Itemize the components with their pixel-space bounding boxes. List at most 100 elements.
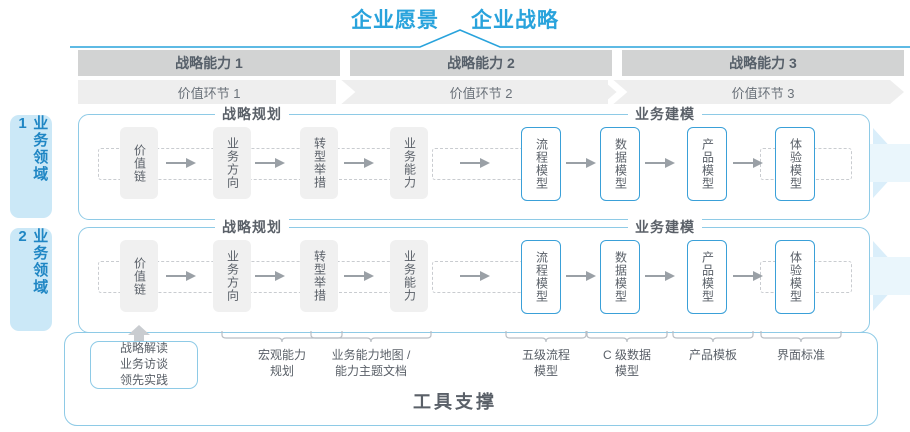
caption-product-template: 产品模板 xyxy=(673,347,753,363)
value-chain-bar-background xyxy=(78,80,904,104)
caption-process-model: 五级流程 模型 xyxy=(506,347,586,379)
caption-ui-standard: 界面标准 xyxy=(761,347,841,363)
bracket-6 xyxy=(760,331,842,343)
tool-support-panel xyxy=(64,332,878,426)
arrow-icon xyxy=(566,271,596,281)
chevron-separator-1 xyxy=(336,80,356,104)
caption-line-2: 模型 xyxy=(614,364,639,379)
node-label: 业务能力 xyxy=(402,137,417,189)
caption-line-1: 宏观能力 xyxy=(257,348,306,362)
arrow-icon xyxy=(255,271,285,281)
node-product-model-2[interactable]: 产品模型 xyxy=(687,240,727,314)
up-arrow-icon xyxy=(128,325,150,345)
node-label: 数据模型 xyxy=(613,251,628,303)
bracket-3 xyxy=(505,331,587,343)
section-header-planning-1: 战略规划 xyxy=(215,105,289,123)
node-experience-model-2[interactable]: 体验模型 xyxy=(775,240,815,314)
strategy-box-line-1: 战略解读 xyxy=(119,341,168,356)
peak-connector-line xyxy=(70,29,910,48)
caption-line-1: 五级流程 xyxy=(521,348,570,362)
node-data-model-2[interactable]: 数据模型 xyxy=(600,240,640,314)
chevron-separator-2 xyxy=(608,80,628,104)
node-business-direction-1[interactable]: 业务方向 xyxy=(213,127,251,199)
node-experience-model-1[interactable]: 体验模型 xyxy=(775,127,815,201)
arrow-icon xyxy=(733,271,763,281)
caption-line-1: 业务能力地图 / xyxy=(331,348,411,362)
node-product-model-1[interactable]: 产品模型 xyxy=(687,127,727,201)
strategy-title: 企业战略 xyxy=(471,9,559,32)
arrow-icon xyxy=(460,158,490,168)
domain-tab-1[interactable]: 业务领域 1 xyxy=(10,115,52,218)
arrow-icon xyxy=(566,158,596,168)
strategy-box-line-3: 领先实践 xyxy=(119,372,168,387)
capability-bar-1: 战略能力 1 xyxy=(78,50,340,76)
strategy-box-line-2: 业务访谈 xyxy=(119,357,168,372)
bracket-4 xyxy=(586,331,668,343)
section-header-planning-2: 战略规划 xyxy=(215,218,289,236)
node-label: 业务方向 xyxy=(225,137,240,189)
arrow-icon xyxy=(166,158,196,168)
caption-data-model: C 级数据 模型 xyxy=(587,347,667,379)
section-header-modeling-1: 业务建模 xyxy=(628,105,702,123)
value-chain-label-1: 价值环节 1 xyxy=(177,85,241,101)
value-chain-label-2: 价值环节 2 xyxy=(449,85,513,101)
node-label: 价值链 xyxy=(132,143,147,183)
domain-tab-2[interactable]: 业务领域 2 xyxy=(10,228,52,331)
caption-capability-map: 业务能力地图 / 能力主题文档 xyxy=(311,347,431,379)
tool-support-title: 工具支撑 xyxy=(413,392,497,412)
node-process-model-1[interactable]: 流程模型 xyxy=(521,127,561,201)
caption-line-2: 模型 xyxy=(533,364,558,379)
capability-bar-3: 战略能力 3 xyxy=(622,50,904,76)
node-label: 转型举措 xyxy=(312,137,327,189)
chevron-end xyxy=(890,80,910,104)
capability-bar-row: 战略能力 1 战略能力 2 战略能力 3 xyxy=(78,50,904,76)
arrow-icon xyxy=(344,158,374,168)
domain-tab-2-label: 业务领域 2 xyxy=(14,228,49,296)
node-label: 体验模型 xyxy=(788,138,803,190)
caption-line-1: C 级数据 xyxy=(602,348,651,362)
caption-line-2: 能力主题文档 xyxy=(334,364,407,379)
node-value-chain-1[interactable]: 价值链 xyxy=(120,127,158,199)
node-label: 业务能力 xyxy=(402,250,417,302)
node-transformation-2[interactable]: 转型举措 xyxy=(300,240,338,312)
node-label: 流程模型 xyxy=(534,138,549,190)
node-label: 业务方向 xyxy=(225,250,240,302)
node-process-model-2[interactable]: 流程模型 xyxy=(521,240,561,314)
bracket-5 xyxy=(672,331,754,343)
node-label: 体验模型 xyxy=(788,251,803,303)
arrow-icon xyxy=(460,271,490,281)
value-chain-label-3: 价值环节 3 xyxy=(731,85,795,101)
vision-title: 企业愿景 xyxy=(351,9,439,32)
node-business-capability-2[interactable]: 业务能力 xyxy=(390,240,428,312)
arrow-icon xyxy=(344,271,374,281)
arrow-icon xyxy=(645,158,675,168)
node-label: 流程模型 xyxy=(534,251,549,303)
caption-line-1: 产品模板 xyxy=(688,348,737,362)
node-label: 价值链 xyxy=(132,256,147,296)
caption-line-1: 界面标准 xyxy=(776,348,825,362)
value-chain-bar-row: 价值环节 1 价值环节 2 价值环节 3 xyxy=(78,80,910,104)
node-business-capability-1[interactable]: 业务能力 xyxy=(390,127,428,199)
capability-bar-2: 战略能力 2 xyxy=(350,50,612,76)
arrow-icon xyxy=(645,271,675,281)
deliverable-strategy-box[interactable]: 战略解读 业务访谈 领先实践 xyxy=(90,341,198,389)
caption-line-2: 规划 xyxy=(269,364,294,379)
node-label: 产品模型 xyxy=(700,138,715,190)
top-titles: 企业愿景 企业战略 xyxy=(0,4,910,34)
section-header-modeling-2: 业务建模 xyxy=(628,218,702,236)
node-transformation-1[interactable]: 转型举措 xyxy=(300,127,338,199)
node-label: 转型举措 xyxy=(312,250,327,302)
bracket-2 xyxy=(310,331,432,343)
domain-panel-1 xyxy=(78,114,870,220)
node-business-direction-2[interactable]: 业务方向 xyxy=(213,240,251,312)
arrow-icon xyxy=(166,271,196,281)
node-label: 产品模型 xyxy=(700,251,715,303)
arrow-icon xyxy=(255,158,285,168)
node-value-chain-2[interactable]: 价值链 xyxy=(120,240,158,312)
node-label: 数据模型 xyxy=(613,138,628,190)
node-data-model-1[interactable]: 数据模型 xyxy=(600,127,640,201)
domain-tab-1-label: 业务领域 1 xyxy=(14,115,49,183)
caption-macro-capability: 宏观能力 规划 xyxy=(222,347,342,379)
arrow-icon xyxy=(733,158,763,168)
